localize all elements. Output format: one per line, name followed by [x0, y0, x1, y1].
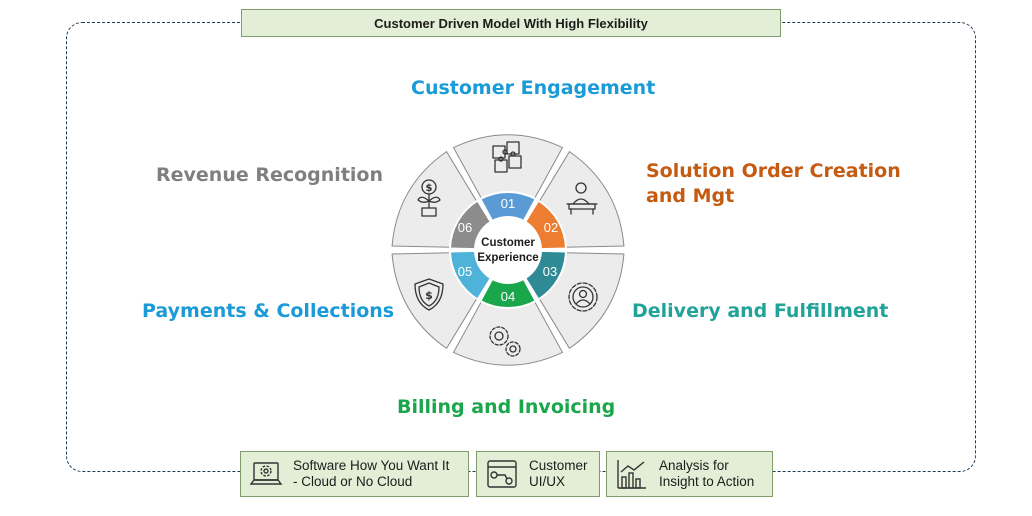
uiux-line2: UI/UX [529, 474, 566, 489]
step-number-05: 05 [458, 264, 472, 279]
label-payments-collections: Payments & Collections [142, 300, 395, 322]
analysis-box: Analysis for Insight to Action [606, 451, 773, 497]
software-line2: - Cloud or No Cloud [293, 474, 413, 489]
analytics-chart-icon [617, 460, 646, 489]
customer-uiux-box: Customer UI/UX [476, 451, 600, 497]
label-solution-line1: Solution Order Creation [646, 160, 901, 182]
petal-01 [452, 134, 564, 206]
center-label-line2: Experience [477, 252, 538, 264]
diagram-title-text: Customer Driven Model With High Flexibil… [374, 15, 648, 31]
label-revenue-recognition: Revenue Recognition [156, 164, 383, 186]
analysis-line1: Analysis for [659, 458, 729, 473]
step-number-02: 02 [544, 220, 558, 235]
software-line1: Software How You Want It [293, 458, 450, 473]
money-plant-icon: $ [417, 179, 441, 217]
svg-text:$: $ [426, 183, 433, 194]
svg-text:$: $ [425, 289, 433, 302]
center-label-line1: Customer [481, 237, 535, 249]
step-number-01: 01 [501, 196, 515, 211]
step-number-04: 04 [501, 289, 515, 304]
person-gear-icon [568, 282, 598, 312]
laptop-gear-icon [249, 462, 283, 485]
label-solution-line2: and Mgt [646, 185, 735, 207]
petal-04 [452, 294, 564, 366]
label-billing-invoicing: Billing and Invoicing [397, 396, 616, 418]
uiux-line1: Customer [529, 458, 588, 473]
label-delivery-fulfillment: Delivery and Fulfillment [632, 300, 889, 322]
step-number-06: 06 [458, 220, 472, 235]
center-hub: Customer Experience [474, 216, 542, 284]
person-at-desk-icon [566, 182, 598, 215]
step-number-03: 03 [543, 264, 557, 279]
diagram-title: Customer Driven Model With High Flexibil… [241, 9, 781, 37]
puzzle-icon [492, 141, 522, 173]
shield-dollar-icon: $ [414, 278, 444, 311]
browser-flow-icon [487, 460, 517, 488]
software-flexibility-box: Software How You Want It - Cloud or No C… [240, 451, 469, 497]
analysis-line2: Insight to Action [659, 474, 755, 489]
gears-icon [489, 326, 521, 357]
label-solution-order-creation: Solution Order Creation and Mgt [646, 159, 901, 209]
label-customer-engagement: Customer Engagement [411, 77, 656, 99]
